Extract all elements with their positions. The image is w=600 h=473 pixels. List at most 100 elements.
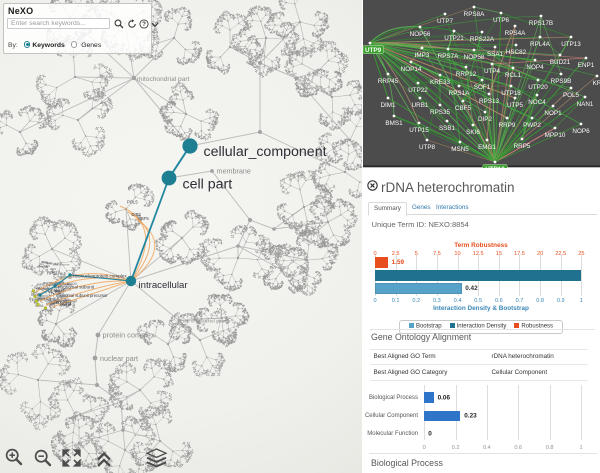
gene-node-label[interactable]: KRE33: [430, 79, 450, 86]
gene-node[interactable]: [551, 104, 555, 108]
radio-keywords-label[interactable]: Keywords: [32, 42, 64, 49]
gene-node[interactable]: [418, 25, 422, 29]
gene-node[interactable]: [579, 122, 583, 126]
gene-node[interactable]: [553, 126, 557, 130]
tiny-gene-label[interactable]: DIP2: [132, 212, 142, 217]
gene-node[interactable]: [392, 114, 396, 118]
gene-node-label[interactable]: RRP9: [499, 122, 516, 129]
highlighted-term-label[interactable]: cellular_component: [204, 144, 327, 160]
gene-node[interactable]: [386, 96, 390, 100]
gene-node-label[interactable]: RPS22A: [470, 36, 495, 43]
tiny-gene-label[interactable]: POL5: [127, 200, 138, 205]
tab-summary[interactable]: Summary: [368, 202, 407, 216]
gene-node[interactable]: [417, 121, 421, 125]
search-input[interactable]: [7, 18, 110, 29]
gene-node[interactable]: [493, 45, 497, 49]
legend-item[interactable]: Interaction Density: [449, 322, 506, 331]
tiny-gene-label[interactable]: NOP4: [60, 301, 72, 306]
gene-node[interactable]: [584, 56, 588, 60]
highlighted-term-node[interactable]: [182, 138, 198, 154]
gene-node[interactable]: [471, 123, 475, 127]
gene-node-label[interactable]: CBF5: [455, 105, 472, 112]
tiny-gene-label[interactable]: RPS1A: [47, 271, 61, 276]
gene-node[interactable]: [569, 86, 573, 90]
gene-node-label[interactable]: RPS7A: [438, 53, 459, 60]
gene-node-label[interactable]: BUD21: [550, 59, 571, 66]
highlighted-term-label[interactable]: intracellular: [139, 280, 189, 291]
gene-node-label[interactable]: RPS1A: [449, 90, 470, 97]
chevron-down-icon[interactable]: [150, 20, 160, 30]
gene-node-label[interactable]: EMG1: [478, 144, 496, 151]
gene-node[interactable]: [386, 72, 390, 76]
gene-node-label[interactable]: UTP8: [419, 144, 436, 151]
gene-node-label[interactable]: RPS35: [430, 109, 450, 116]
expand-up-button[interactable]: [95, 451, 113, 468]
refresh-icon[interactable]: [127, 19, 137, 29]
gene-node-label[interactable]: RRP45: [378, 78, 399, 85]
tiny-gene-label[interactable]: ribonucleoprotein complex: [73, 274, 127, 279]
gene-node-label[interactable]: DIP2: [478, 116, 492, 123]
gene-node-label[interactable]: MSN5: [451, 146, 469, 153]
gene-node[interactable]: [533, 58, 537, 62]
gene-node-label[interactable]: PWP2: [523, 122, 541, 129]
gene-node-label[interactable]: RPS8A: [464, 11, 485, 18]
gene-node[interactable]: [559, 72, 563, 76]
gene-node-label[interactable]: HSC82: [506, 49, 527, 56]
term-label[interactable]: nuclear part: [100, 354, 138, 363]
gene-node[interactable]: [511, 66, 515, 70]
gene-node-label[interactable]: UTP9: [365, 47, 382, 54]
gene-node[interactable]: [509, 84, 513, 88]
gene-node-label[interactable]: SOF1: [474, 84, 491, 91]
gene-node[interactable]: [536, 78, 540, 82]
tiny-gene-label[interactable]: ribosomal subunit: [58, 285, 95, 290]
tiny-gene-label[interactable]: CBF5: [138, 216, 149, 221]
highlighted-term-node[interactable]: [125, 275, 137, 287]
gene-node[interactable]: [483, 110, 487, 114]
gene-node[interactable]: [513, 24, 517, 28]
gene-node-label[interactable]: UTP18: [501, 90, 521, 97]
gene-node-label[interactable]: UTP22: [408, 87, 428, 94]
gene-node-label[interactable]: NOP14: [401, 66, 422, 73]
fit-to-screen-button[interactable]: [61, 448, 83, 468]
gene-node-label[interactable]: UTP15: [409, 127, 429, 134]
gene-node[interactable]: [445, 119, 449, 123]
gene-node[interactable]: [499, 11, 503, 15]
gene-node[interactable]: [425, 138, 429, 142]
gene-node-label[interactable]: URB1: [412, 102, 429, 109]
gene-node[interactable]: [505, 116, 509, 120]
term-label[interactable]: mitochondrial part: [137, 76, 190, 83]
tiny-gene-label[interactable]: ribosomal subunit precursor: [56, 293, 108, 298]
gene-node[interactable]: [446, 47, 450, 51]
gene-node[interactable]: [480, 78, 484, 82]
gene-node-label[interactable]: SSA1: [487, 51, 504, 58]
radio-keywords[interactable]: [23, 41, 31, 48]
legend-item[interactable]: Bootstrap: [408, 322, 442, 331]
legend-item[interactable]: Robustness: [514, 322, 553, 331]
gene-node[interactable]: [452, 29, 456, 33]
tab-interactions[interactable]: Interactions: [431, 202, 474, 214]
gene-node-label[interactable]: RPS17B: [529, 20, 553, 27]
term-label[interactable]: site of polarized growth: [183, 318, 231, 323]
gene-node[interactable]: [558, 53, 562, 57]
gene-node-label[interactable]: SSB1: [439, 125, 456, 132]
gene-node-label[interactable]: NOP4: [526, 64, 544, 71]
gene-node-label[interactable]: UTP21: [444, 35, 464, 42]
gene-node[interactable]: [595, 74, 599, 78]
gene-node[interactable]: [490, 62, 494, 66]
gene-node[interactable]: [416, 81, 420, 85]
gene-node-label[interactable]: SKI6: [466, 129, 480, 136]
gene-node-label[interactable]: UTP6: [493, 17, 510, 24]
search-icon[interactable]: [114, 19, 124, 29]
gene-node[interactable]: [513, 96, 517, 100]
gene-node[interactable]: [493, 160, 497, 164]
term-label[interactable]: protein complex: [103, 331, 155, 340]
gene-node[interactable]: [487, 92, 491, 96]
gene-node-label[interactable]: RRP5: [514, 143, 531, 150]
gene-node-label[interactable]: NAN1: [577, 101, 594, 108]
highlighted-term-label[interactable]: cell part: [183, 177, 233, 193]
highlighted-gene-badge[interactable]: [362, 45, 384, 54]
gene-node-label[interactable]: RPS9B: [551, 78, 572, 85]
zoom-out-button[interactable]: [33, 448, 53, 468]
gene-node[interactable]: [438, 103, 442, 107]
gene-node[interactable]: [530, 116, 534, 120]
